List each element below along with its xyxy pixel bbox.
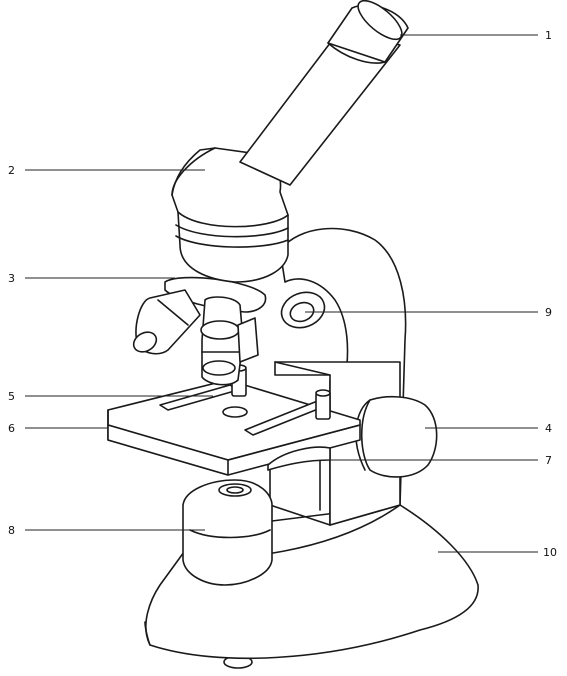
label-1: 1 [545,29,552,42]
stage-clips [159,364,331,436]
specimen-stage [107,379,361,476]
focus-knob [355,395,438,478]
eyepiece-tube [239,0,409,186]
label-9: 9 [545,306,552,319]
label-6: 6 [8,422,15,435]
label-2: 2 [8,164,15,177]
label-10: 10 [543,546,557,559]
label-7: 7 [545,454,552,467]
label-8: 8 [8,524,15,537]
label-3: 3 [8,272,15,285]
callouts: 1 2 3 4 5 6 7 8 9 10 [8,29,557,559]
label-5: 5 [8,390,15,403]
illuminator [182,479,273,586]
microscope-arm [269,227,407,526]
revolving-nosepiece [132,276,267,386]
fine-focus-knob [280,291,326,329]
label-4: 4 [545,422,552,435]
